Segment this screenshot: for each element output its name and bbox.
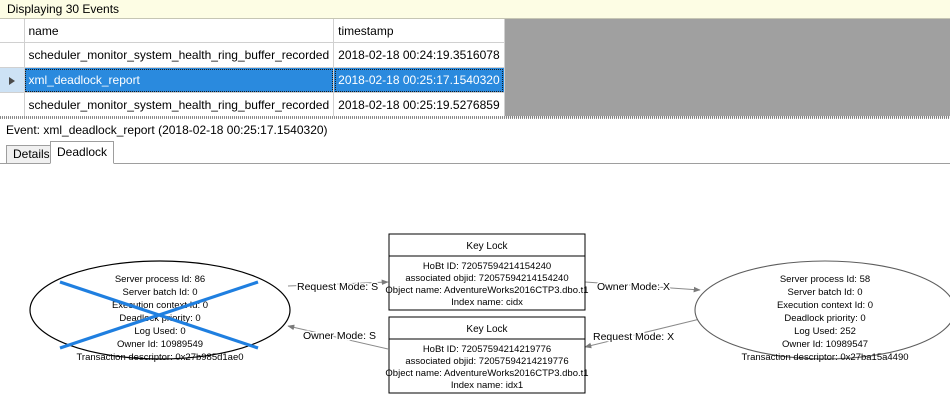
resource-top-line-0: HoBt ID: 72057594214154240 [423,261,551,272]
resource-bottom-line-2: Object name: AdventureWorks2016CTP3.dbo.… [385,368,588,379]
resource-top-line-2: Object name: AdventureWorks2016CTP3.dbo.… [385,285,588,296]
winner-line-2: Execution context Id: 0 [777,300,873,311]
resource-top-title: Key Lock [466,241,508,252]
cell-timestamp[interactable]: 2018-02-18 00:24:19.3516078 [333,42,505,68]
resource-top-body-box [388,255,586,311]
victim-line-4: Log Used: 0 [134,326,185,337]
table-row[interactable]: scheduler_monitor_system_health_ring_buf… [0,92,505,118]
cell-name[interactable]: scheduler_monitor_system_health_ring_buf… [24,92,335,118]
winner-line-1: Server batch Id: 0 [788,287,863,298]
resource-top-line-3: Index name: cidx [451,297,523,308]
victim-line-0: Server process Id: 86 [115,274,205,285]
displaying-events-banner: Displaying 30 Events [0,0,950,19]
winner-line-0: Server process Id: 58 [780,274,870,285]
cell-name[interactable]: xml_deadlock_report [24,67,335,93]
node-resource-bottom[interactable]: Key Lock HoBt ID: 72057594214219776 asso… [385,316,589,394]
winner-line-4: Log Used: 252 [794,326,856,337]
edge-winner-owner-top [584,281,701,293]
winner-process-ellipse[interactable] [694,260,950,360]
events-grid-area: name timestamp scheduler_monitor_system_… [0,19,950,118]
victim-line-5: Owner Id: 10989549 [117,339,203,350]
winner-line-6: Transaction descriptor: 0x27ba15a4490 [741,352,908,363]
resource-top-line-1: associated objid: 72057594214154240 [405,273,568,284]
victim-line-3: Deadlock priority: 0 [119,313,200,324]
victim-line-6: Transaction descriptor: 0x27b985d1ae0 [76,352,243,363]
edge-victim-owner-bottom [287,324,389,350]
cell-timestamp[interactable]: 2018-02-18 00:25:19.5276859 [333,92,505,118]
tab-details[interactable]: Details [6,145,57,164]
tabstrip: Details Deadlock [0,141,950,164]
row-selector-cell[interactable] [0,42,25,68]
deadlock-victim-cross-icon [59,280,259,350]
table-row[interactable]: scheduler_monitor_system_health_ring_buf… [0,42,505,68]
row-selector-cell[interactable] [0,67,25,93]
resource-bottom-line-0: HoBt ID: 72057594214219776 [423,344,551,355]
grid-splitter[interactable] [0,116,950,119]
victim-line-2: Execution context Id: 0 [112,300,208,311]
node-victim-process[interactable]: Server process Id: 86 Server batch Id: 0… [29,260,291,363]
cell-name[interactable]: scheduler_monitor_system_health_ring_buf… [24,42,335,68]
resource-bottom-line-1: associated objid: 72057594214219776 [405,356,568,367]
resource-bottom-body-box [388,338,586,394]
event-header-label: Event: xml_deadlock_report (2018-02-18 0… [0,119,950,141]
row-selector-cell[interactable] [0,92,25,118]
edge-winner-request-bottom [584,318,701,349]
resource-bottom-title: Key Lock [466,324,508,335]
tabstrip-underline [0,163,950,164]
column-header-timestamp[interactable]: timestamp [333,19,505,43]
node-winner-process[interactable]: Server process Id: 58 Server batch Id: 0… [694,260,950,363]
column-header-selector [0,19,25,43]
edge-label-victim-request-top: Request Mode: S [297,281,378,293]
table-row[interactable]: xml_deadlock_report 2018-02-18 00:25:17.… [0,67,505,93]
column-header-name[interactable]: name [24,19,335,43]
deadlock-graph-canvas[interactable]: Server process Id: 86 Server batch Id: 0… [0,164,950,400]
row-arrow-icon [8,76,15,85]
edge-label-winner-owner-top: Owner Mode: X [597,281,670,293]
tab-deadlock[interactable]: Deadlock [50,141,115,164]
victim-process-ellipse[interactable] [29,260,291,360]
node-resource-top[interactable]: Key Lock HoBt ID: 72057594214154240 asso… [385,233,589,311]
events-grid[interactable]: name timestamp scheduler_monitor_system_… [0,19,505,118]
winner-line-5: Owner Id: 10989547 [782,339,868,350]
winner-line-3: Deadlock priority: 0 [784,313,865,324]
edge-label-victim-owner-bottom: Owner Mode: S [303,330,376,342]
edge-label-winner-request-bottom: Request Mode: X [593,331,674,343]
resource-bottom-line-3: Index name: idx1 [451,380,523,391]
edge-victim-request-top [287,279,389,287]
grid-header-row: name timestamp [0,19,505,43]
cell-timestamp[interactable]: 2018-02-18 00:25:17.1540320 [333,67,505,93]
victim-line-1: Server batch Id: 0 [123,287,198,298]
